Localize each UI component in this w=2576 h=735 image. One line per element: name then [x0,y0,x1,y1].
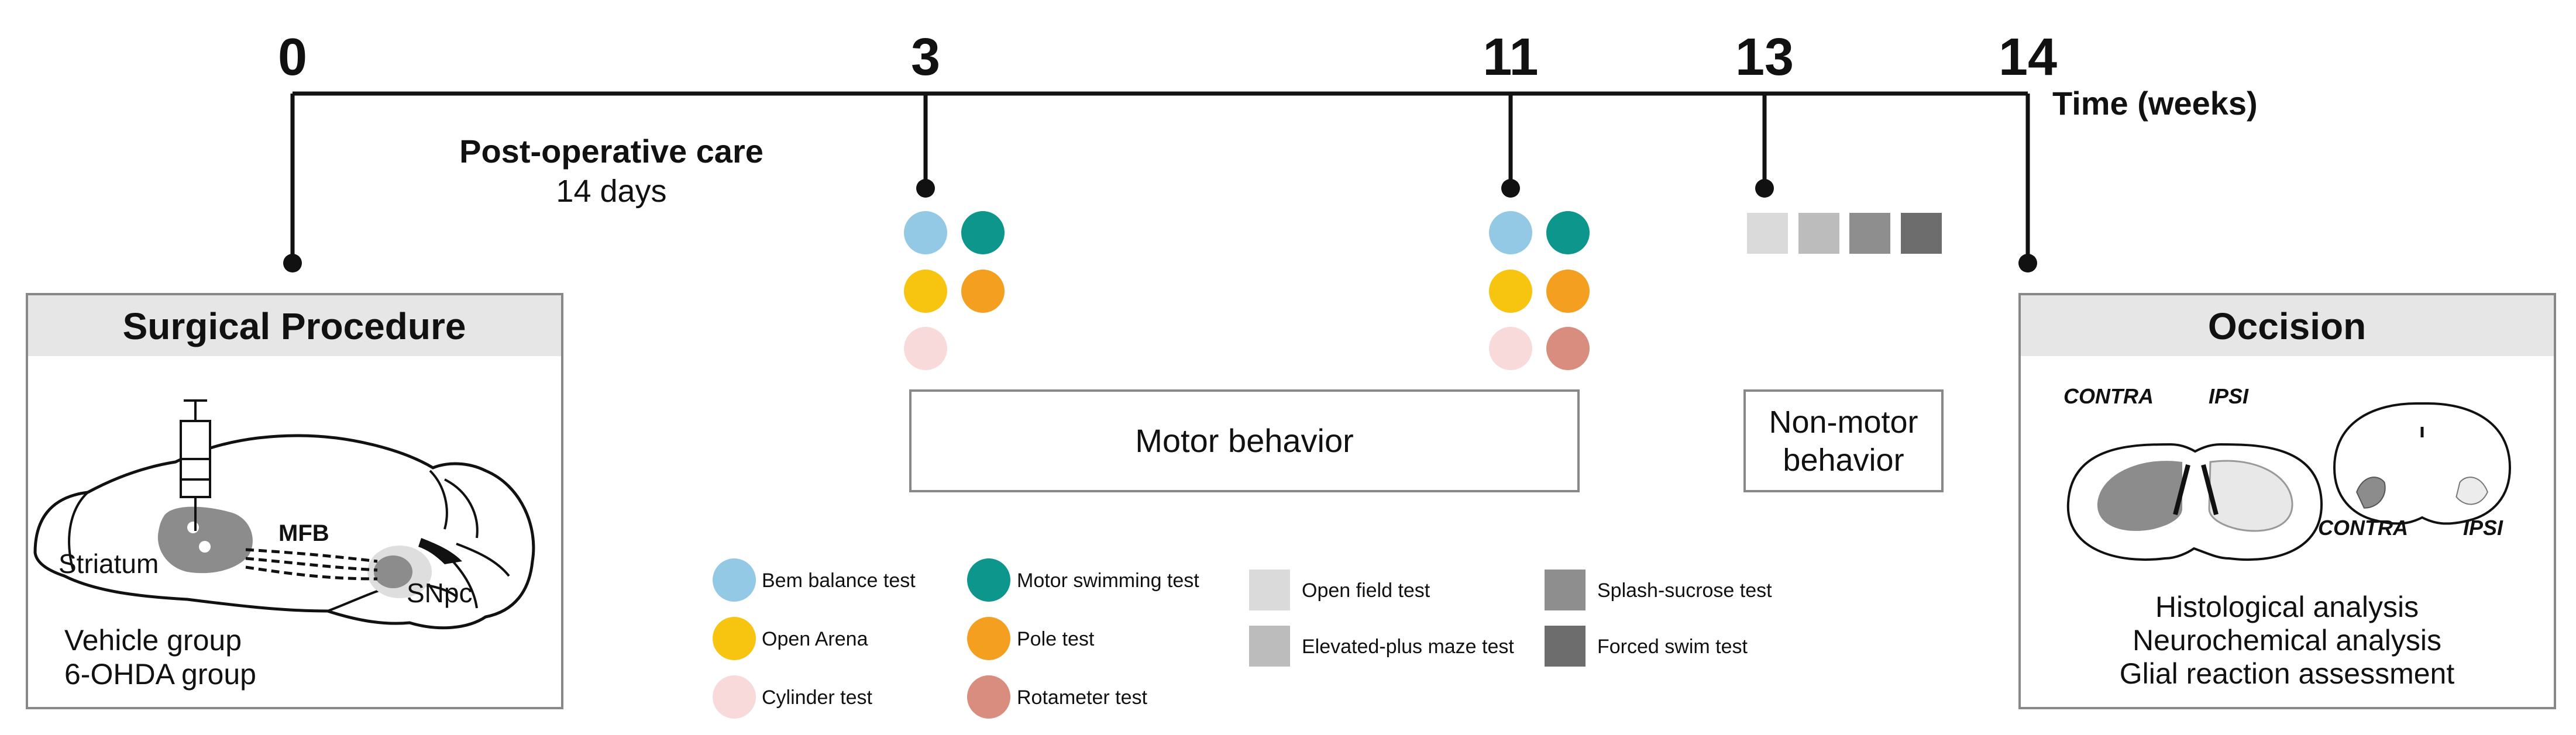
tick-label-3: 3 [911,28,940,87]
legend-splash-label: Splash-sucrose test [1597,579,1772,602]
occision-panel-title: Occision [2208,305,2366,347]
ipsi-label-striatum: IPSI [2209,384,2249,408]
open-field-square [1747,213,1788,254]
timeline [290,91,2030,263]
legend-splash-swatch [1545,570,1586,610]
coronal-section-midbrain [2333,402,2512,525]
open-arena-dot [1489,270,1532,313]
open-arena-dot [904,270,947,313]
legend-cylinder-swatch [713,675,756,719]
legend-pole-swatch [967,617,1010,660]
legend-arena-label: Open Arena [762,628,868,650]
legend-bem-swatch [713,558,756,602]
histological-analysis-text: Histological analysis [2155,591,2419,623]
olfactory-bulb-line [68,491,89,571]
mfb-tract [245,548,378,581]
timeline-dot-3 [916,179,935,198]
contra-snpc-region [2356,477,2386,509]
week-3-tests [904,211,1005,370]
ipsi-striatum-region [2208,460,2293,532]
surgical-panel-header [28,295,561,356]
pole-test-dot [1546,270,1590,313]
snpc-label: SNpc [407,578,472,608]
legend-openfield-label: Open field test [1302,579,1430,602]
motor-behavior-box [909,389,1580,492]
motor-behavior-label: Motor behavior [1135,422,1354,459]
occision-panel: Occision CONTRA IPSI CONTRA IPSI Histolo… [2018,293,2556,709]
tick-label-11: 11 [1483,28,1538,87]
brainstem-mark [418,538,462,564]
splash-sucrose-square [1849,213,1890,254]
rotameter-dot [1546,327,1590,370]
ipsi-snpc-region [2455,477,2488,505]
legend-maze-label: Elevated-plus maze test [1302,636,1514,658]
cylinder-dot [904,327,947,370]
pole-test-dot [961,270,1005,313]
week-11-tests [1489,211,1590,370]
week-13-tests [1747,213,1942,254]
non-motor-behavior-box [1743,389,1944,492]
legend-maze-swatch [1249,626,1290,667]
striatum-injection-site-2 [199,541,211,553]
cerebellum-folds [429,470,510,609]
forced-swim-square [1901,213,1942,254]
contra-ventricle [2173,464,2190,516]
legend-swim-swatch [967,558,1010,602]
non-motor-line1: Non-motor [1769,405,1918,440]
tick-label-13: 13 [1735,28,1794,87]
timeline-dot-0 [283,254,302,272]
legend-arena-swatch [713,617,756,660]
striatum-region [157,506,253,574]
post-op-title: Post-operative care [459,133,763,170]
time-unit-label: Time (weeks) [2052,85,2258,122]
legend-forced-label: Forced swim test [1597,636,1748,658]
occision-panel-header [2021,295,2554,356]
legend-swim-label: Motor swimming test [1017,570,1199,592]
vehicle-group-label: Vehicle group [64,624,242,657]
neurochemical-analysis-text: Neurochemical analysis [2133,624,2441,657]
timeline-dot-13 [1755,179,1774,198]
legend-rotameter-swatch [967,675,1010,719]
timeline-dot-14 [2018,254,2037,272]
ohda-group-label: 6-OHDA group [64,658,256,691]
contra-label-midbrain: CONTRA [2318,516,2408,540]
snpc-region [374,555,412,588]
surgical-panel-title: Surgical Procedure [123,305,466,347]
mfb-label: MFB [278,520,329,546]
striatum-label: Striatum [59,548,159,579]
bem-balance-dot [1489,211,1532,254]
cylinder-dot [1489,327,1532,370]
legend-bem-label: Bem balance test [762,570,916,592]
surgical-procedure-panel: Surgical Procedure [26,293,563,709]
glial-reaction-text: Glial reaction assessment [2120,657,2455,690]
bem-balance-dot [904,211,947,254]
legend-rotameter-label: Rotameter test [1017,686,1148,709]
timeline-dot-11 [1501,179,1520,198]
striatum-injection-site-1 [187,522,199,533]
elevated-plus-maze-square [1798,213,1839,254]
non-motor-line2: behavior [1783,443,1904,478]
syringe-icon [180,399,211,531]
legend-pole-label: Pole test [1017,628,1095,650]
legend-cylinder-label: Cylinder test [762,686,873,709]
contra-striatum-region [2097,461,2182,531]
motor-swimming-dot [961,211,1005,254]
contra-label-striatum: CONTRA [2063,384,2154,408]
motor-swimming-dot [1546,211,1590,254]
tick-label-0: 0 [278,28,307,87]
legend-forced-swatch [1545,626,1586,667]
ipsi-ventricle [2201,464,2219,516]
ipsi-label-midbrain: IPSI [2463,516,2503,540]
post-op-duration: 14 days [556,174,666,209]
tick-label-14: 14 [1999,28,2057,87]
legend-openfield-swatch [1249,570,1290,610]
legend: Bem balance test Motor swimming test Ope… [713,558,1772,719]
